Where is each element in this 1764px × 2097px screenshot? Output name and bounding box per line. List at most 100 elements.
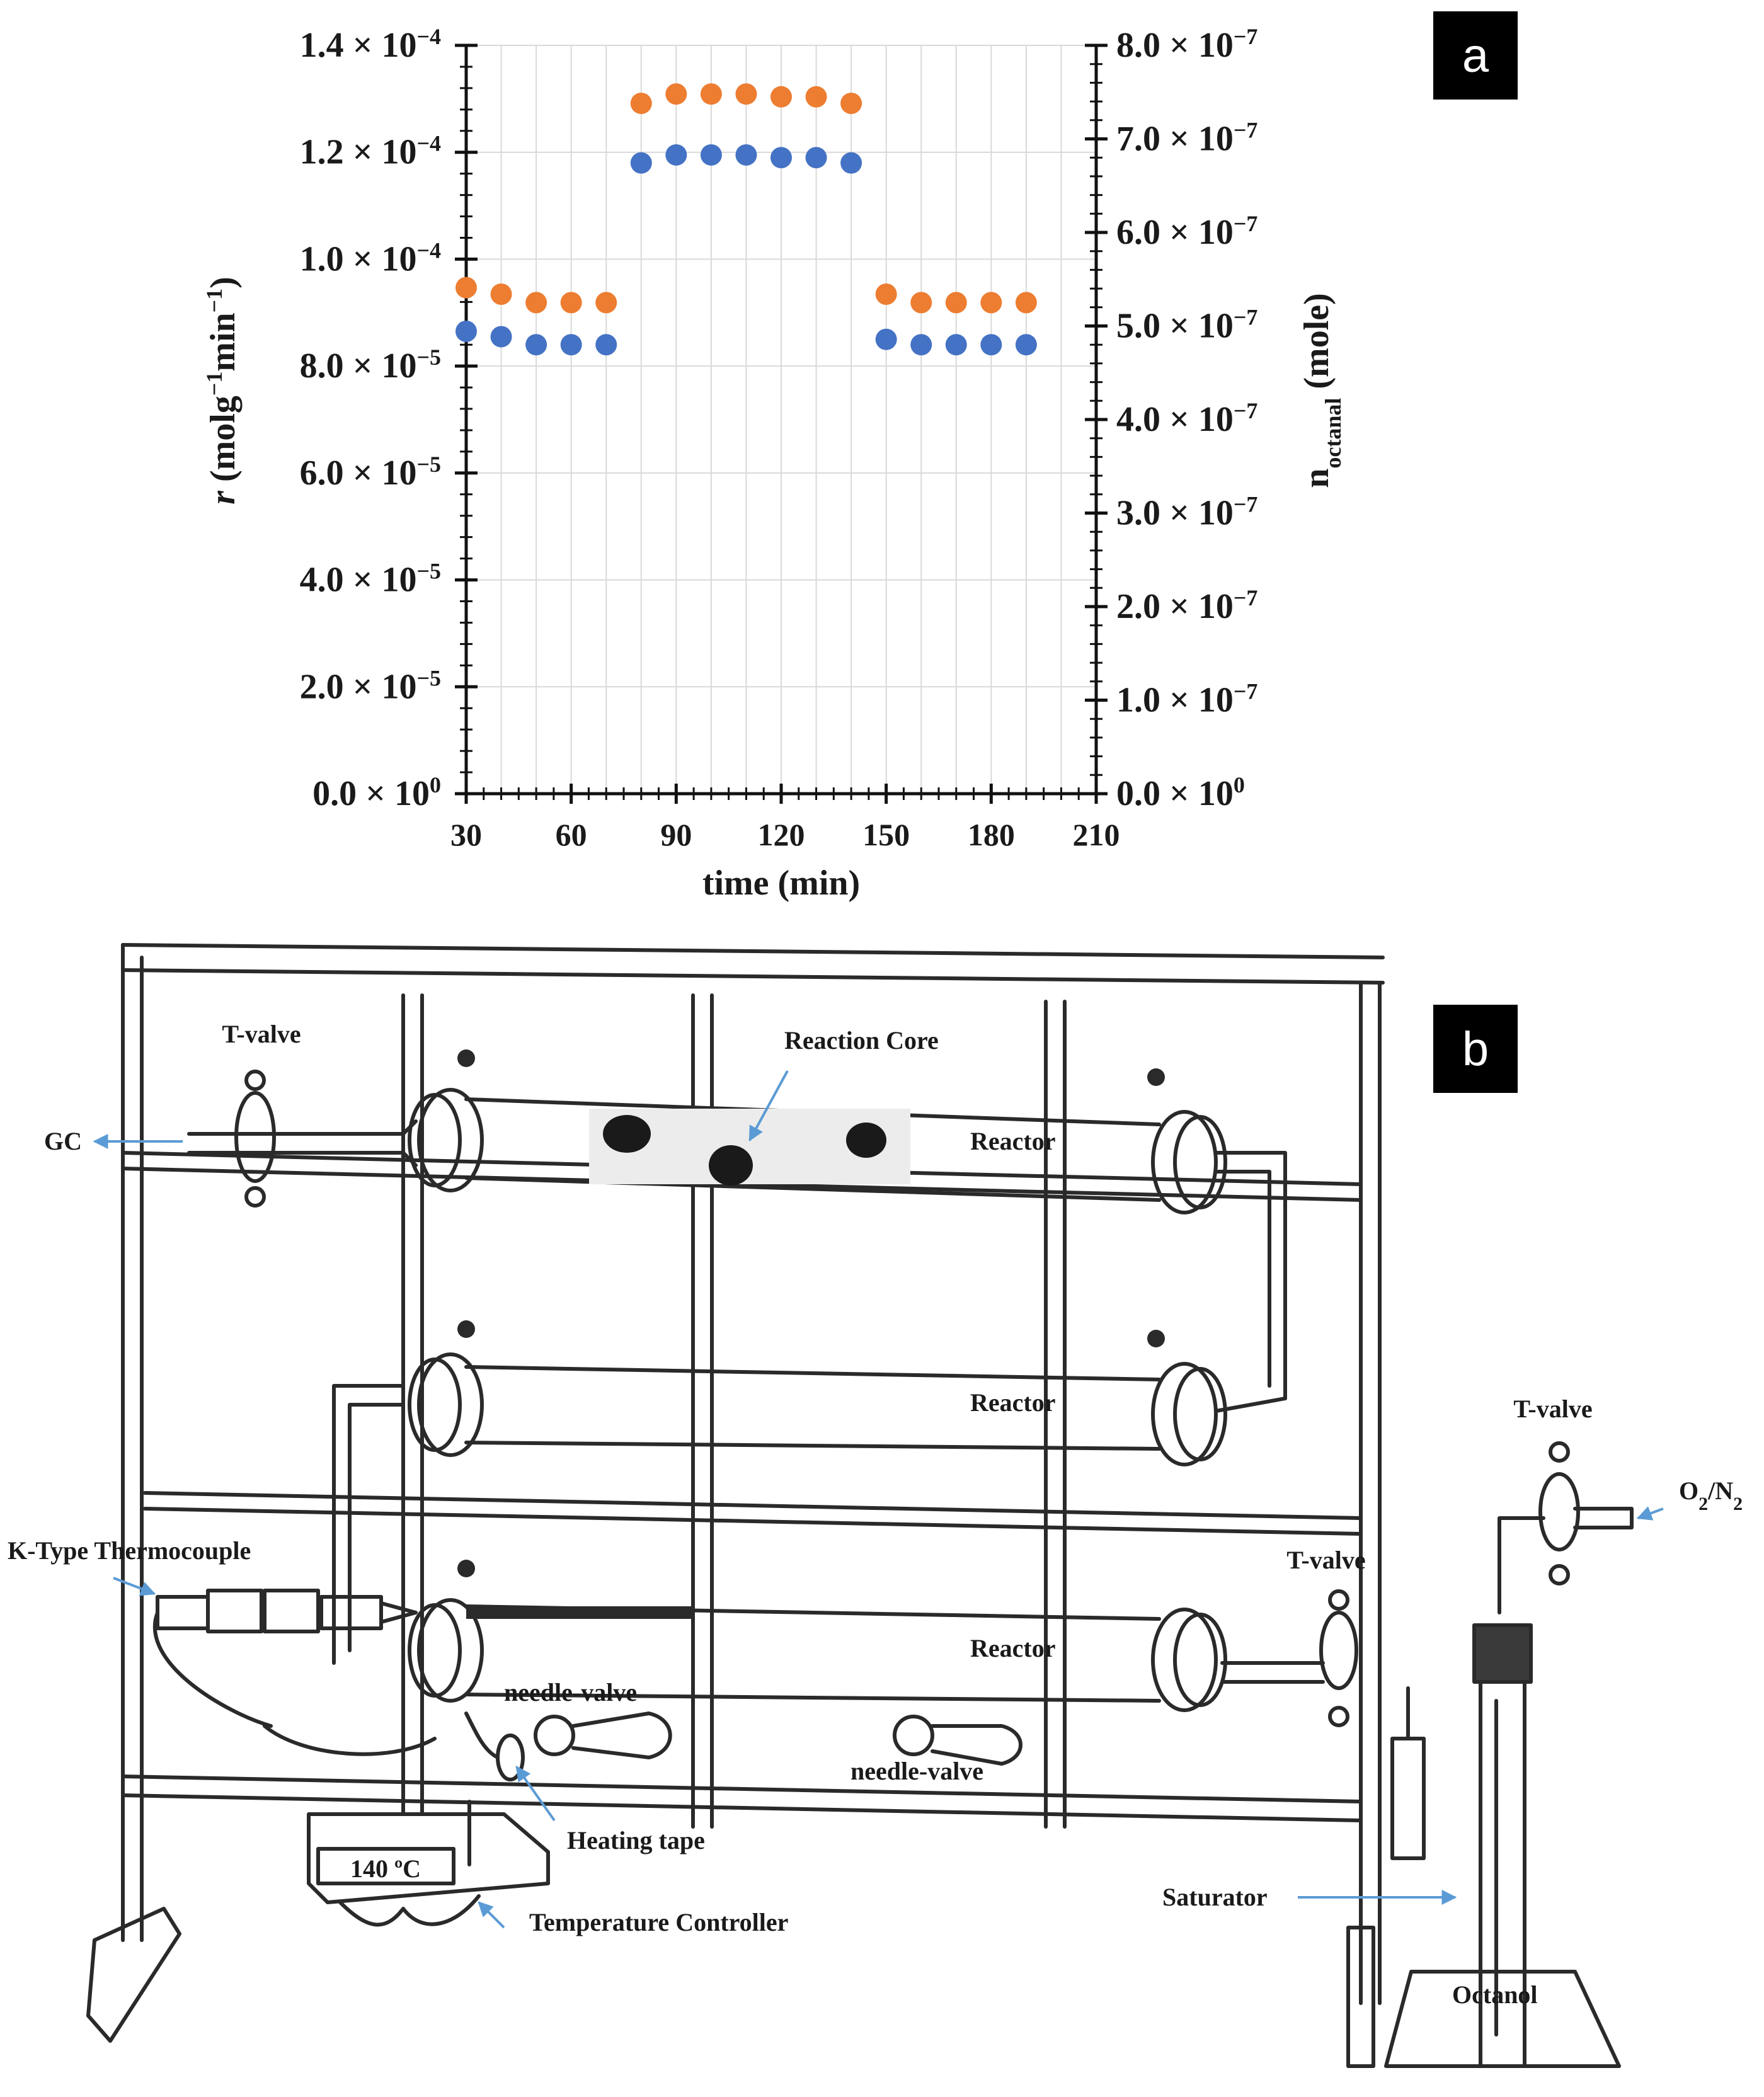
chart-tick-labels: 0.0 × 100 2.0 × 10−5 4.0 × 10−5 6.0 × 10−5 8…	[300, 24, 1258, 852]
label-needle-valve-1: needle-valve	[504, 1678, 637, 1706]
data-point-series-1	[910, 334, 932, 356]
saturator-drawing	[1384, 1623, 1621, 2068]
y-right-tick-label: 5.0 × 10−7	[1116, 305, 1257, 346]
data-point-series-1	[455, 320, 477, 342]
data-point-series-2	[700, 83, 722, 105]
label-t-valve-right: T-valve	[1513, 1395, 1592, 1423]
data-point-series-1	[805, 147, 827, 169]
x-tick-label: 180	[968, 817, 1015, 852]
y-left-tick-label: 1.2 × 10−4	[300, 131, 441, 172]
x-tick-label: 150	[862, 817, 910, 852]
chart-axes	[455, 43, 1108, 804]
y-left-tick-label: 0.0 × 100	[312, 772, 441, 813]
y-axis-left-title: r (molg−1min−1)	[202, 277, 243, 505]
data-point-series-2	[560, 292, 582, 314]
data-point-series-2	[665, 83, 687, 105]
y-left-tick-label: 1.4 × 10−4	[300, 24, 441, 65]
temperature-controller-drawing	[307, 1812, 550, 1927]
data-point-series-2	[875, 283, 897, 306]
t-valve-top-drawing	[234, 1070, 276, 1208]
data-point-series-1	[945, 334, 967, 356]
data-point-series-1	[770, 147, 792, 169]
reaction-core-section	[589, 1109, 910, 1186]
x-tick-label: 30	[450, 817, 482, 852]
data-point-series-2	[525, 292, 547, 314]
data-point-series-1	[595, 334, 617, 356]
y-right-tick-label: 2.0 × 10−7	[1116, 585, 1257, 626]
panel-label-b: b	[1433, 1005, 1518, 1093]
data-point-series-1	[560, 334, 582, 356]
data-point-series-1	[1015, 334, 1037, 356]
reactor-tube-3	[408, 1598, 1325, 1712]
y-right-tick-label: 8.0 × 10−7	[1116, 24, 1257, 65]
t-valve-right-drawing	[1498, 1441, 1634, 1614]
y-right-tick-label: 4.0 × 10−7	[1116, 398, 1257, 439]
data-point-series-1	[840, 152, 862, 174]
y-left-tick-label: 8.0 × 10−5	[300, 345, 441, 386]
data-point-series-2	[595, 292, 617, 314]
apparatus-drawing: T-valve Reaction Core GC Reactor Reactor…	[8, 943, 1743, 2068]
data-point-series-1	[630, 152, 652, 174]
data-point-series-2	[805, 86, 827, 108]
data-point-series-2	[770, 86, 792, 108]
thermocouple-drawing	[152, 1589, 437, 1756]
t-valve-mid-drawing	[1319, 1589, 1358, 1727]
panel-label-a: a	[1433, 11, 1518, 100]
x-axis-title: time (min)	[702, 864, 860, 903]
y-right-tick-label: 7.0 × 10−7	[1116, 118, 1257, 159]
chart-panel-a: 0.0 × 100 2.0 × 10−5 4.0 × 10−5 6.0 × 10−5 8…	[202, 24, 1346, 903]
y-right-tick-label: 1.0 × 10−7	[1116, 679, 1257, 720]
y-right-tick-label: 6.0 × 10−7	[1116, 211, 1257, 252]
y-left-tick-label: 2.0 × 10−5	[300, 665, 441, 706]
frame-feet	[86, 1907, 1375, 2068]
label-needle-valve-2: needle-valve	[850, 1757, 983, 1785]
apparatus-labels: T-valve Reaction Core GC Reactor Reactor…	[8, 1020, 1743, 2009]
data-point-series-1	[980, 334, 1002, 356]
data-point-series-1	[490, 326, 512, 348]
x-tick-label: 90	[660, 817, 692, 852]
reactor-tube-2	[332, 1352, 1287, 1665]
data-point-series-2	[840, 93, 862, 115]
data-point-series-2	[980, 292, 1002, 314]
label-reactor-3: Reactor	[970, 1634, 1055, 1662]
label-t-valve-mid: T-valve	[1286, 1546, 1365, 1574]
label-saturator: Saturator	[1162, 1883, 1268, 1911]
label-octanol: Octanol	[1452, 1980, 1538, 2009]
label-reactor-1: Reactor	[970, 1127, 1055, 1155]
data-point-series-1	[875, 328, 897, 350]
data-point-series-1	[665, 144, 687, 166]
data-point-series-2	[1015, 292, 1037, 314]
data-point-series-1	[525, 334, 547, 356]
label-reaction-core: Reaction Core	[784, 1026, 939, 1054]
clamp-knobs	[457, 1049, 1165, 1577]
y-left-tick-label: 4.0 × 10−5	[300, 559, 441, 600]
label-controller-display: 140 ºC	[350, 1854, 421, 1883]
label-gas-supply: O2/N2	[1679, 1477, 1743, 1514]
data-point-series-1	[700, 144, 722, 166]
data-point-series-2	[735, 83, 757, 105]
frame-rails	[121, 943, 1385, 2005]
y-left-tick-label: 6.0 × 10−5	[300, 452, 441, 493]
data-point-series-2	[910, 292, 932, 314]
y-axis-right-title: noctanal (mole)	[1297, 293, 1346, 488]
needle-valve-1-drawing	[534, 1711, 672, 1759]
needle-valve-2-drawing	[893, 1715, 1022, 1766]
label-heating-tape: Heating tape	[567, 1826, 705, 1854]
data-point-series-2	[490, 283, 512, 306]
data-point-series-2	[630, 93, 652, 115]
y-left-tick-label: 1.0 × 10−4	[300, 237, 441, 278]
label-gc: GC	[44, 1127, 82, 1155]
label-t-valve-top: T-valve	[222, 1020, 301, 1048]
x-tick-label: 210	[1073, 817, 1120, 852]
label-reactor-2: Reactor	[970, 1388, 1055, 1417]
chart-points	[455, 83, 1037, 356]
y-right-tick-label: 3.0 × 10−7	[1116, 492, 1257, 533]
x-tick-label: 60	[556, 817, 587, 852]
label-temperature-controller: Temperature Controller	[529, 1908, 788, 1936]
data-point-series-2	[455, 277, 477, 299]
y-right-tick-label: 0.0 × 100	[1116, 772, 1245, 813]
callout-arrows	[93, 1070, 1664, 1929]
label-thermocouple: K-Type Thermocouple	[8, 1536, 251, 1565]
data-point-series-2	[945, 292, 967, 314]
